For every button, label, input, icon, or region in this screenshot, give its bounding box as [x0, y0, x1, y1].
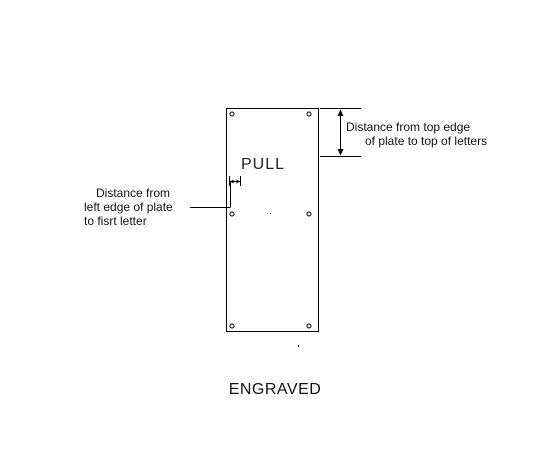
- top-distance-label-line-1: Distance from top edge: [346, 120, 471, 134]
- screw-hole-middle-right: [306, 211, 312, 217]
- left-distance-label-line-1: Distance from: [96, 186, 171, 200]
- bottom-mark: [298, 345, 299, 347]
- top-distance-dimension: [320, 108, 361, 157]
- screw-hole-top-right: [306, 111, 312, 117]
- left-distance-label-line-2: left edge of plate: [84, 200, 173, 214]
- left-distance-dimension: [190, 176, 241, 208]
- left-distance-label-line-3: to fisrt letter: [84, 214, 147, 228]
- screw-hole-bottom-right: [306, 323, 312, 329]
- diagram-caption: ENGRAVED: [228, 381, 322, 398]
- plate-outline: [226, 108, 319, 332]
- screw-hole-bottom-left: [229, 323, 235, 329]
- plate-engraved-letters: PULL: [241, 156, 286, 173]
- center-mark: [270, 213, 271, 214]
- screw-hole-middle-left: [229, 211, 235, 217]
- screw-hole-top-left: [229, 111, 235, 117]
- top-distance-label-line-2: of plate to top of letters: [365, 134, 488, 148]
